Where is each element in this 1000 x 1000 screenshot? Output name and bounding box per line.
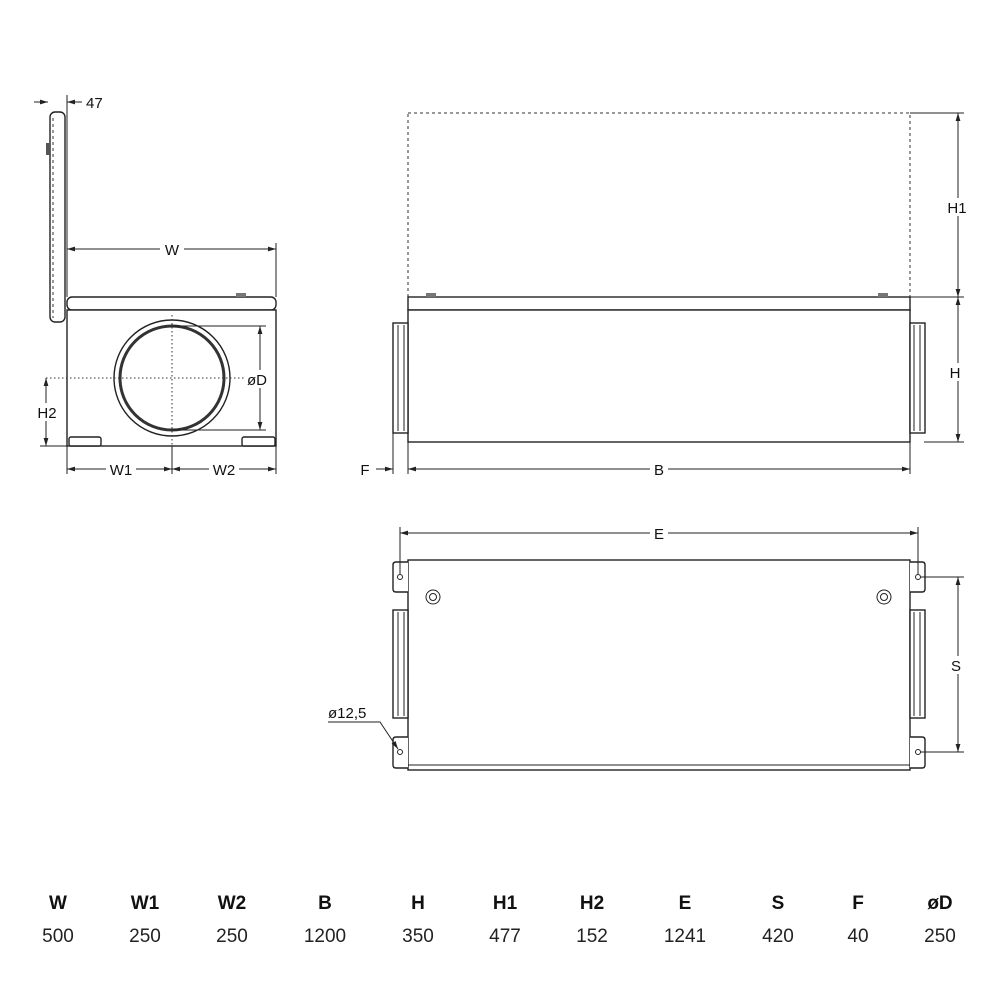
table-header: E [678,893,692,914]
knob-icon [425,589,441,605]
table-value: 152 [576,926,608,947]
dim-w2-label: W2 [213,462,236,479]
casing [407,309,911,443]
flange-left [392,322,409,434]
mounting-hole [397,749,403,755]
table-header: øD [927,893,953,914]
table-value: 420 [762,926,794,947]
mounting-hole [397,574,403,580]
dim-s-label: S [951,658,961,675]
table-value: 350 [402,926,434,947]
hole-diameter-label: ø12,5 [328,705,366,722]
open-door [49,111,66,323]
lid-open-outline [407,112,911,298]
dim-w-label: W [165,242,180,259]
foot-right [241,436,276,447]
dim-h1-label: H1 [947,200,966,217]
table-header: B [318,893,332,914]
casing [407,559,911,771]
side-view: 47 W H2 øD W1 W2 [34,95,277,479]
table-value: 500 [42,926,74,947]
knob-icon [876,589,892,605]
table-header: F [852,893,864,914]
table-header: H2 [579,893,605,914]
front-view: H1 H F B [360,112,971,479]
table-header: H [411,893,425,914]
table-header: S [771,893,785,914]
table-header: H1 [492,893,518,914]
lid [66,296,277,311]
dim-h2-label: H2 [37,405,56,422]
table-value: 477 [489,926,521,947]
dim-od-label: øD [247,372,267,389]
table-value: 1241 [663,926,707,947]
table-value: 1200 [303,926,347,947]
mounting-hole [915,574,921,580]
top-view: E S ø12,5 [328,524,966,771]
dim-47-label: 47 [86,95,103,112]
flange-right [909,322,926,434]
dim-e-label: E [654,526,664,543]
table-header: W1 [130,893,160,914]
flange-right [909,609,926,719]
dim-w1-label: W1 [110,462,133,479]
table-value: 250 [924,926,956,947]
dim-h-label: H [950,365,961,382]
mounting-hole [915,749,921,755]
table-value: 40 [847,926,869,947]
flange-left [392,609,409,719]
table-header: W [49,893,67,914]
table-header: W2 [217,893,247,914]
foot-left [68,436,102,447]
table-value: 250 [216,926,248,947]
dimensions-table: W W1 W2 B H H1 H2 E S F øD 500 250 250 1… [0,893,1000,963]
dim-f-label: F [360,462,369,479]
table-value: 250 [129,926,161,947]
dim-b-label: B [654,462,664,479]
lid [407,296,911,311]
